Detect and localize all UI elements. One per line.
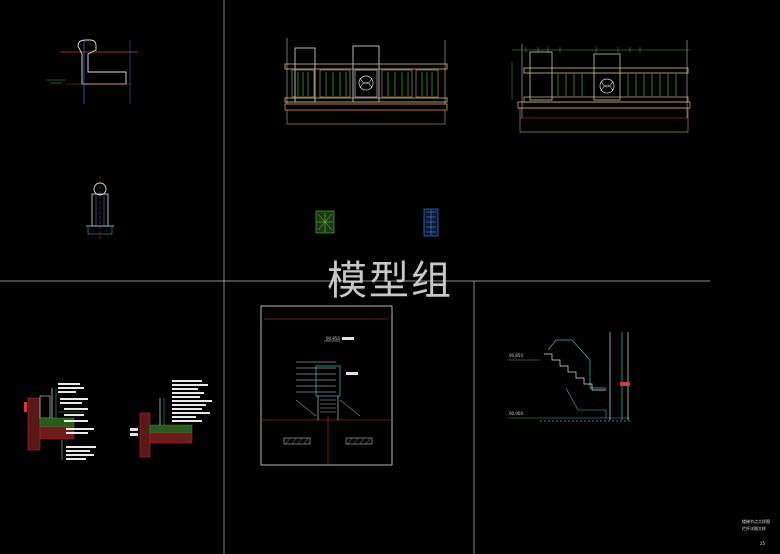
pattern-tile-blue	[423, 208, 439, 237]
sheet-number: 25	[760, 541, 766, 546]
railing-elevation-front	[284, 38, 448, 125]
handrail-profile-detail	[46, 39, 138, 104]
stair-section-detail: 00.850 00.000	[508, 332, 630, 422]
post-section-detail	[86, 176, 114, 240]
floor-section-detail-a	[24, 383, 96, 460]
watermark-text: 模型组	[327, 258, 453, 304]
sheet-frame-lines	[0, 0, 710, 554]
stair-plan-detail: 00.850	[260, 305, 393, 466]
floor-section-detail-b	[130, 380, 212, 458]
level-label-lower: 00.000	[509, 411, 523, 416]
pattern-tile-green	[315, 210, 335, 234]
level-label-upper: 00.850	[509, 353, 523, 358]
stair-level-label: 00.850	[326, 336, 340, 341]
sheet-note-line1: 楼梯节点大样图	[742, 519, 770, 524]
railing-elevation-dimensioned	[511, 40, 691, 133]
sheet-note-line2: 栏杆详图大样	[742, 526, 766, 531]
